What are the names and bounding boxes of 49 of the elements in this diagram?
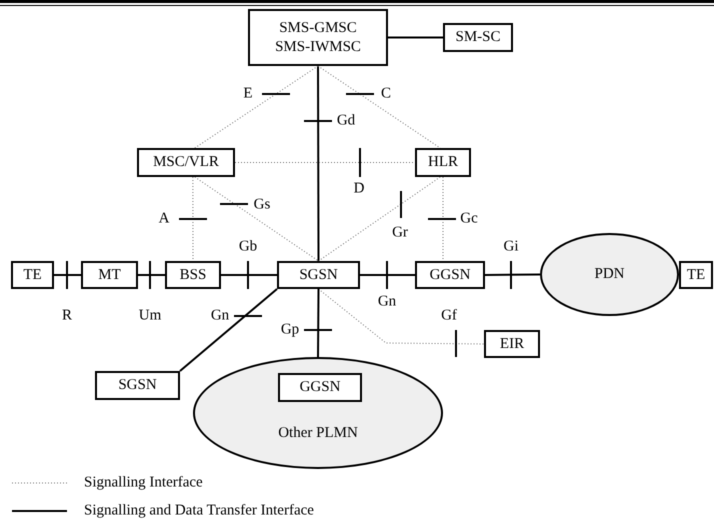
interface-label: Gc [460,212,478,226]
data-interface-line [317,66,320,261]
data-interface-line [54,274,81,276]
interface-label: Gp [280,322,300,338]
interface-label: Gb [238,240,258,254]
signalling-interface-line [192,176,194,262]
interface-label: Gr [392,226,408,240]
network-element-box: SGSN [95,371,180,400]
interface-label: Gf [441,308,457,324]
interface-label: D [354,182,364,196]
network-element-box: SM-SC [443,23,513,52]
network-element-box: SMS-GMSC SMS-IWMSC [248,9,388,66]
network-ellipse: GGSN Other PLMN [193,357,443,469]
data-interface-line [317,289,320,357]
interface-label: Gd [336,114,356,128]
data-interface-line [484,274,540,276]
interface-label: Gi [504,240,518,254]
network-element-box: GGSN [415,261,485,289]
legend-text: Signalling and Data Transfer Interface [84,504,314,518]
network-element-box: HLR [415,148,471,177]
network-element-box: TE [11,261,54,289]
interface-label: Gn [210,308,230,324]
network-element-box: MSC/VLR [137,148,235,177]
signalling-interface-line [318,176,441,262]
interface-label: Gs [254,198,270,212]
signalling-interface-line [318,66,441,148]
interface-label: E [243,86,253,102]
signalling-interface-line [194,66,318,148]
signalling-interface-line [194,176,319,262]
network-element-box: TE [679,261,713,289]
data-interface-line [179,288,278,372]
signalling-interface-line [318,288,484,344]
data-interface-line [388,36,443,38]
network-element-box: SGSN [277,261,360,289]
interface-label: R [62,308,72,324]
network-element-box: EIR [484,330,540,358]
interface-label: A [158,212,170,226]
network-element-box: BSS [165,261,221,289]
interface-label: Um [138,308,162,324]
network-ellipse: PDN [540,233,679,316]
network-element-box: GGSN [278,373,362,402]
interface-label: Gn [378,294,396,310]
data-interface-line [138,274,165,276]
data-interface-line [360,274,415,276]
legend-text: Signalling Interface [84,476,203,490]
interface-label: C [381,86,391,102]
data-interface-line [221,274,277,276]
signalling-interface-line [442,176,444,262]
network-element-box: MT [81,261,138,289]
